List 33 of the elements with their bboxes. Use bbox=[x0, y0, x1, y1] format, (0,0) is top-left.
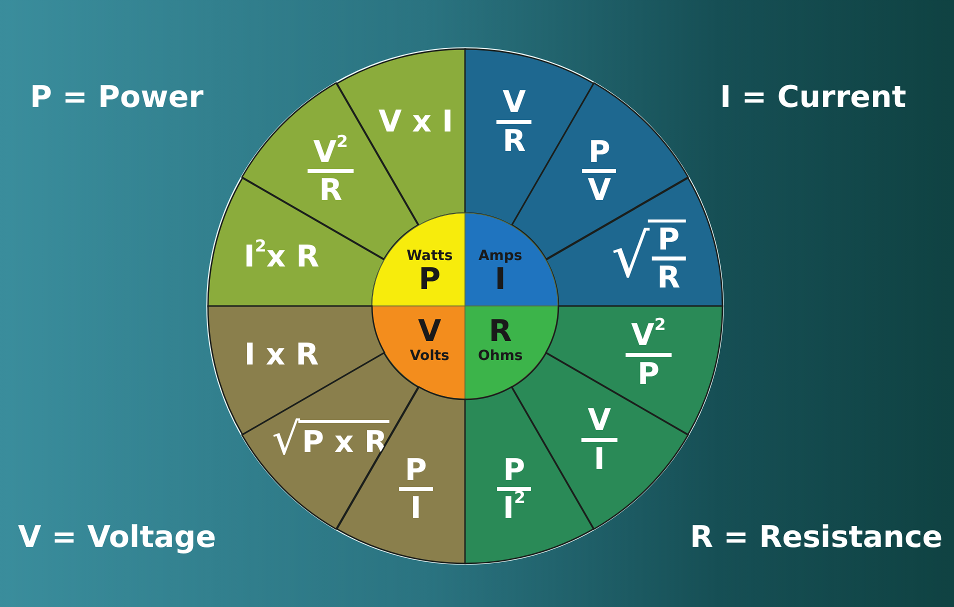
denominator: I bbox=[410, 491, 422, 525]
quantity-symbol: P bbox=[418, 264, 441, 295]
unit-name: Watts bbox=[406, 246, 453, 265]
numerator: P bbox=[497, 454, 532, 492]
unit-name: Amps bbox=[478, 246, 522, 265]
quantity-symbol: I bbox=[494, 264, 506, 295]
unit-name: Volts bbox=[410, 347, 450, 366]
numerator: P bbox=[652, 224, 686, 261]
denominator: V bbox=[588, 173, 611, 207]
quantity-symbol: R bbox=[488, 317, 512, 348]
denominator: P bbox=[638, 356, 660, 390]
denominator: R bbox=[657, 260, 680, 294]
denominator: R bbox=[319, 173, 342, 207]
numerator: V$^{2}$ bbox=[625, 320, 672, 357]
legend-definition: R = Resistance bbox=[690, 520, 943, 555]
numerator: V$^{2}$ bbox=[307, 136, 354, 174]
numerator: P bbox=[582, 136, 616, 174]
formula-text: I x R bbox=[244, 338, 319, 373]
numerator: V bbox=[582, 405, 617, 442]
legend-definition: P = Power bbox=[30, 80, 204, 115]
quantity-symbol: V bbox=[418, 317, 442, 348]
radical-sign: √ bbox=[611, 226, 650, 287]
formula-text: V x I bbox=[378, 104, 454, 140]
radical-sign: √ bbox=[272, 418, 300, 462]
numerator: V bbox=[496, 87, 532, 124]
legend-definition: I = Current bbox=[720, 80, 906, 115]
denominator: I$^{2}$ bbox=[502, 491, 526, 525]
unit-name: Ohms bbox=[478, 347, 523, 366]
formula-text: I$^{2}$x R bbox=[244, 239, 320, 274]
denominator: R bbox=[502, 124, 526, 158]
numerator: P bbox=[398, 454, 433, 492]
denominator: I bbox=[594, 442, 605, 476]
legend-definition: V = Voltage bbox=[18, 520, 216, 555]
